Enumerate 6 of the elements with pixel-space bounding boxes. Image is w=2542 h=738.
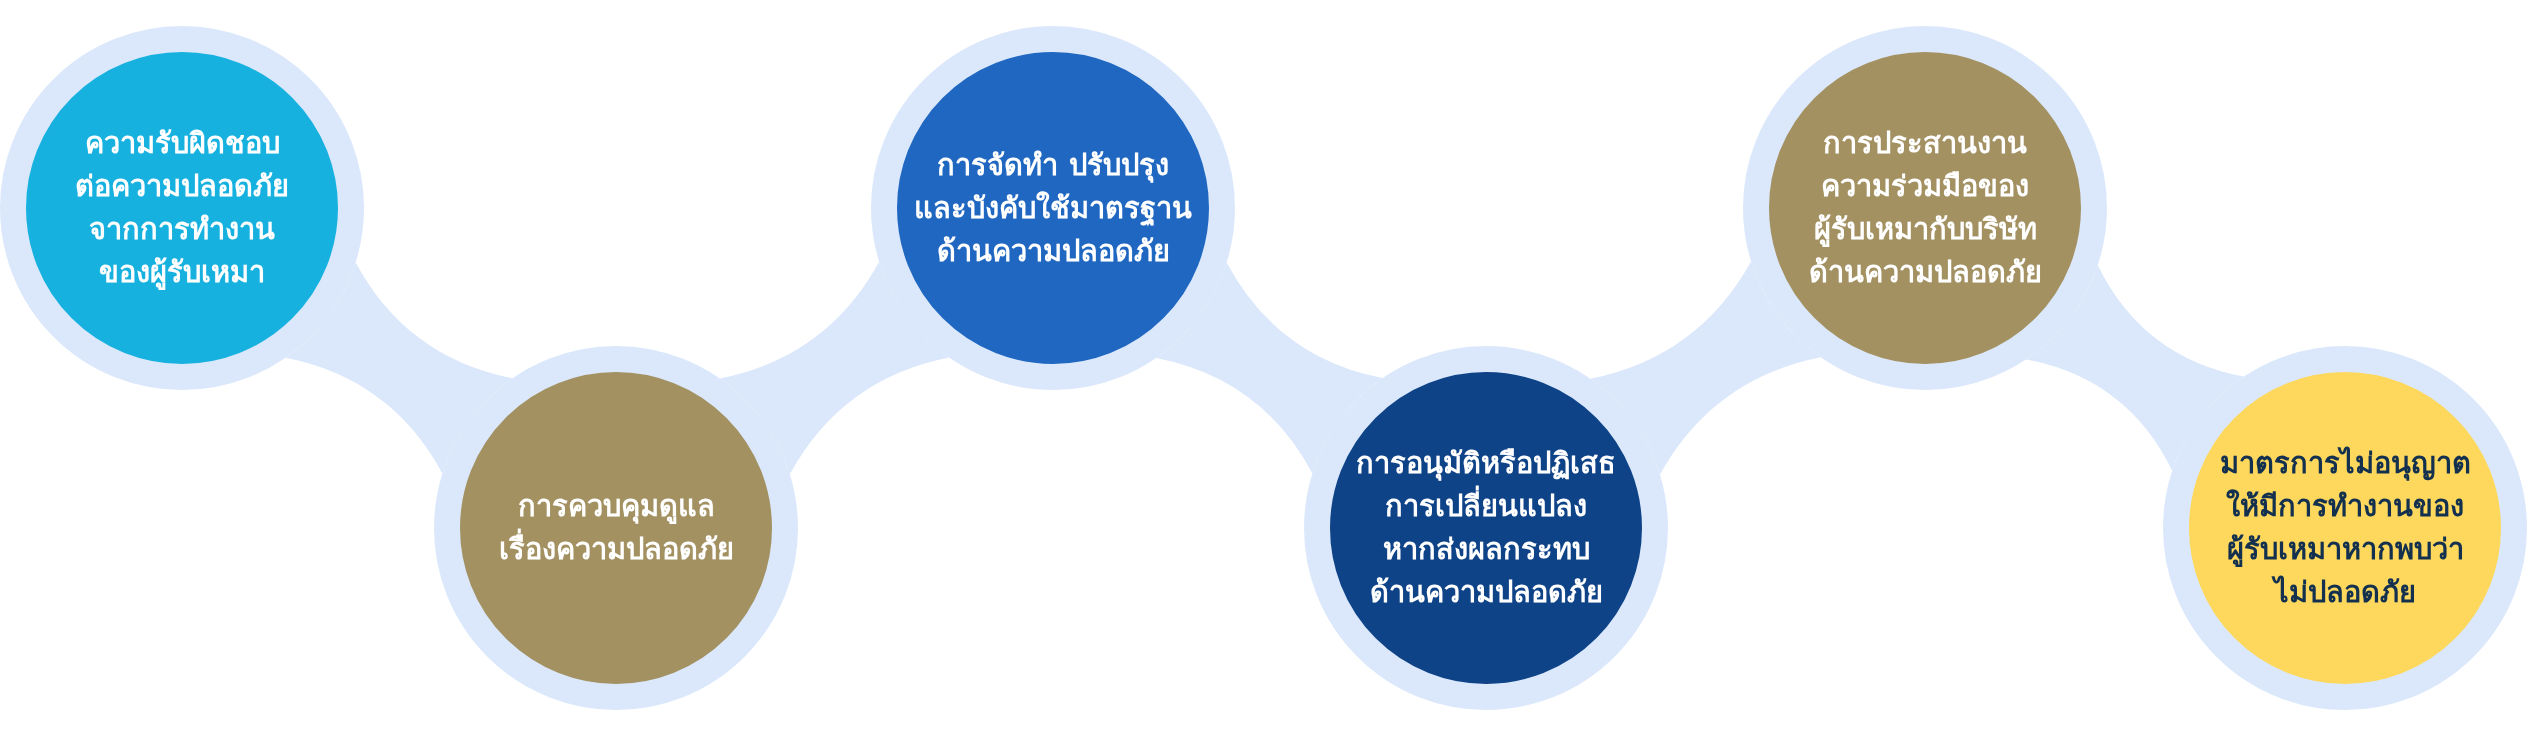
step-text: การอนุมัติหรือปฏิเสธการเปลี่ยนแปลงหากส่งผลกระทบด้านความปลอดภัย (1356, 445, 1616, 611)
step-text: ความรับผิดชอบต่อความปลอดภัยจากการทำงานของผู้รับเหมา (75, 125, 289, 292)
step-text: มาตรการไม่อนุญาตให้มีการทำงานของผู้รับเหมาหากพบว่าไม่ปลอดภัย (2219, 445, 2471, 611)
step-text: การประสานงานความร่วมมือของผู้รับเหมากับบริษัทด้านความปลอดภัย (1808, 125, 2042, 291)
step-text: การจัดทำ ปรับปรุงและบังคับใช้มาตรฐานด้านความปลอดภัย (914, 146, 1192, 270)
step-text: การควบคุมดูแลเรื่องความปลอดภัย (498, 488, 734, 568)
